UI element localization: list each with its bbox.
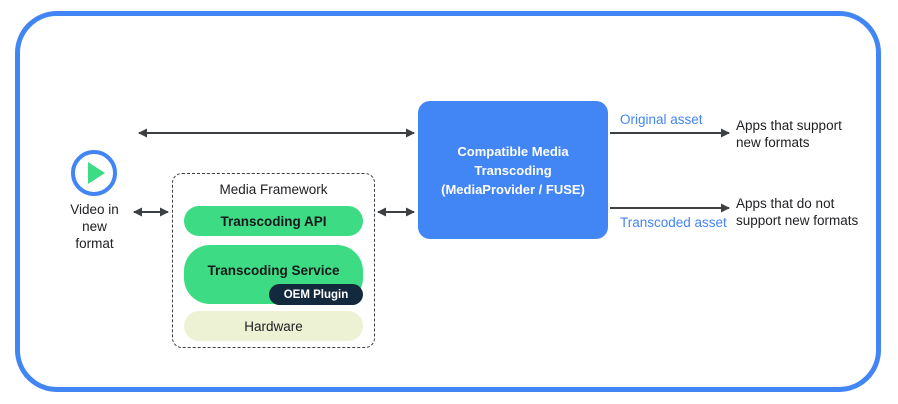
video-source-caption: Video in new format bbox=[45, 201, 144, 252]
apps-supporting-line-2: new formats bbox=[736, 135, 810, 150]
play-circle-icon bbox=[71, 150, 117, 196]
video-caption-line-2: new bbox=[82, 219, 107, 234]
apps-supporting-line-1: Apps that support bbox=[736, 118, 842, 133]
cmt-line-1: Compatible Media bbox=[457, 143, 569, 159]
media-framework-title: Media Framework bbox=[219, 182, 328, 197]
video-caption-line-1: Video in bbox=[70, 202, 119, 217]
compatible-media-transcoding-box[interactable]: Compatible Media Transcoding (MediaProvi… bbox=[418, 101, 608, 239]
label-apps-supporting: Apps that support new formats bbox=[736, 117, 842, 151]
play-triangle-icon bbox=[87, 162, 105, 184]
cmt-line-2: Transcoding bbox=[474, 162, 552, 178]
cmt-box-text-block: Compatible Media Transcoding (MediaProvi… bbox=[441, 142, 585, 199]
layer-transcoding-api[interactable]: Transcoding API bbox=[184, 206, 363, 236]
label-apps-nonsupporting: Apps that do not support new formats bbox=[736, 195, 858, 229]
apps-nonsupporting-line-1: Apps that do not bbox=[736, 196, 835, 211]
apps-nonsupporting-line-2: support new formats bbox=[736, 213, 859, 228]
layer-hardware[interactable]: Hardware bbox=[184, 311, 363, 341]
video-caption-line-3: format bbox=[75, 236, 114, 251]
badge-oem-plugin[interactable]: OEM Plugin bbox=[269, 284, 363, 305]
label-original-asset: Original asset bbox=[620, 112, 703, 127]
label-transcoded-asset: Transcoded asset bbox=[620, 215, 727, 230]
cmt-line-3: (MediaProvider / FUSE) bbox=[441, 181, 585, 197]
